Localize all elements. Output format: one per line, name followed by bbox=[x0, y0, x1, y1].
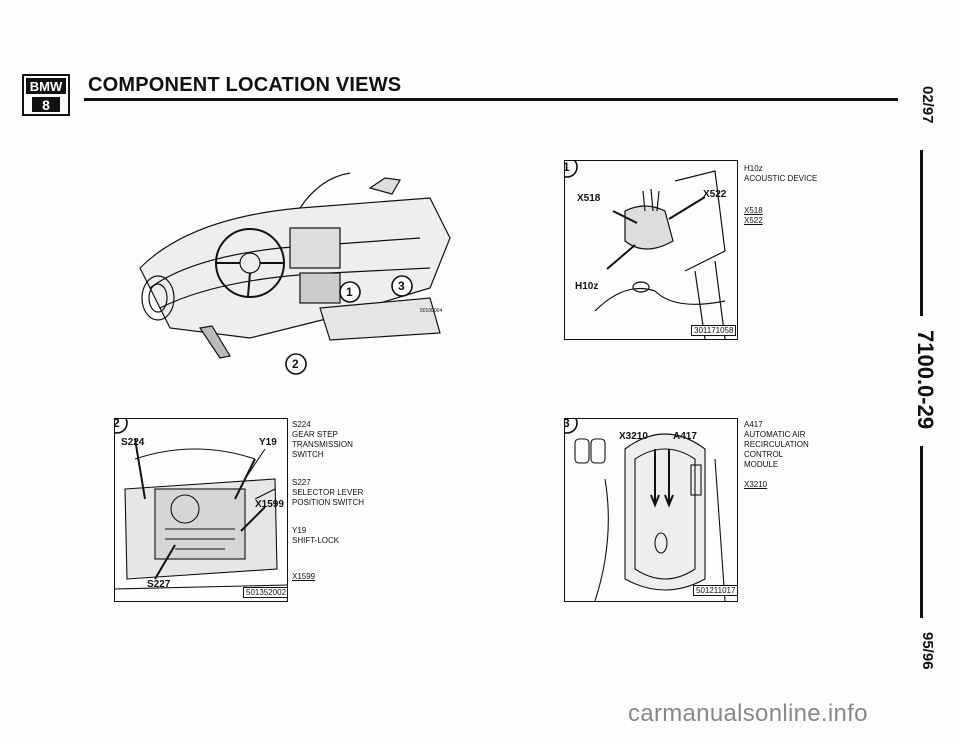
panel-1-legend: H10z ACOUSTIC DEVICE X518 X522 bbox=[744, 164, 854, 226]
legend-h10z: H10z bbox=[744, 164, 763, 173]
label-h10z: H10z bbox=[575, 281, 599, 292]
legend-x518: X518 bbox=[744, 206, 763, 215]
header-rule bbox=[84, 98, 898, 101]
panel-3-ref: 501211017 bbox=[693, 585, 737, 596]
legend-x1599: X1599 bbox=[292, 572, 316, 581]
legend-s224-desc-2: TRANSMISSION bbox=[292, 440, 353, 449]
panel-3-callout: 3 bbox=[565, 419, 579, 440]
label-a417: A417 bbox=[673, 431, 697, 442]
side-rule-2 bbox=[920, 446, 923, 618]
legend-y19: Y19 bbox=[292, 526, 307, 535]
panel-3-legend: A417 AUTOMATIC AIR RECIRCULATION CONTROL… bbox=[744, 420, 854, 490]
logo-sub: 8 bbox=[42, 97, 50, 113]
label-x522: X522 bbox=[703, 189, 727, 200]
legend-x522: X522 bbox=[744, 216, 763, 225]
label-x518: X518 bbox=[577, 193, 601, 204]
panel-2-legend: S224 GEAR STEP TRANSMISSION SWITCH S227 … bbox=[292, 420, 412, 582]
dashboard-overview-illustration: 1 3 2 50100004 bbox=[130, 168, 460, 388]
overview-callout-3: 3 bbox=[390, 274, 414, 303]
label-x3210: X3210 bbox=[619, 431, 648, 442]
panel-2-selector-switch: 2 S224 Y19 X1599 S227 501352002 bbox=[114, 418, 288, 602]
bmw-logo: BMW 8 bbox=[22, 74, 72, 118]
legend-x3210: X3210 bbox=[744, 480, 768, 489]
legend-s227-desc-1: SELECTOR LEVER bbox=[292, 488, 364, 497]
overview-callout-1: 1 bbox=[338, 280, 362, 309]
legend-s224-desc-1: GEAR STEP bbox=[292, 430, 338, 439]
legend-s227-desc-2: POSITION SWITCH bbox=[292, 498, 364, 507]
overview-callout-2: 2 bbox=[284, 352, 308, 381]
page-title: COMPONENT LOCATION VIEWS bbox=[88, 74, 402, 96]
watermark: carmanualsonline.info bbox=[628, 700, 868, 727]
legend-s224: S224 bbox=[292, 420, 311, 429]
panel-1-callout: 1 bbox=[565, 161, 579, 184]
legend-h10z-desc: ACOUSTIC DEVICE bbox=[744, 174, 818, 183]
legend-a417: A417 bbox=[744, 420, 763, 429]
side-rule-1 bbox=[920, 150, 923, 316]
label-s227: S227 bbox=[147, 579, 171, 590]
legend-a417-desc-1: AUTOMATIC AIR bbox=[744, 430, 806, 439]
logo-text: BMW bbox=[30, 79, 63, 94]
legend-a417-desc-2: RECIRCULATION bbox=[744, 440, 809, 449]
legend-s224-desc-3: SWITCH bbox=[292, 450, 324, 459]
legend-a417-desc-4: MODULE bbox=[744, 460, 779, 469]
section-code: 7100.0-29 bbox=[913, 330, 938, 430]
label-x1599: X1599 bbox=[255, 499, 284, 510]
legend-y19-desc: SHIFT-LOCK bbox=[292, 536, 340, 545]
panel-1-ref: 301171058 bbox=[691, 325, 737, 336]
panel-1-acoustic-device: 1 X518 X522 H10z 301171058 bbox=[564, 160, 738, 340]
side-date-top: 02/97 bbox=[919, 86, 936, 124]
panel-2-ref: 501352002 bbox=[243, 587, 287, 598]
legend-a417-desc-3: CONTROL bbox=[744, 450, 784, 459]
label-y19: Y19 bbox=[259, 437, 277, 448]
panel-3-recirculation-module: 3 X3210 A417 501211017 bbox=[564, 418, 738, 602]
label-s224: S224 bbox=[121, 437, 145, 448]
side-date-bottom: 95/96 bbox=[919, 632, 936, 670]
panel-2-callout: 2 bbox=[115, 419, 129, 440]
legend-s227: S227 bbox=[292, 478, 311, 487]
overview-ref: 50100004 bbox=[420, 308, 443, 314]
